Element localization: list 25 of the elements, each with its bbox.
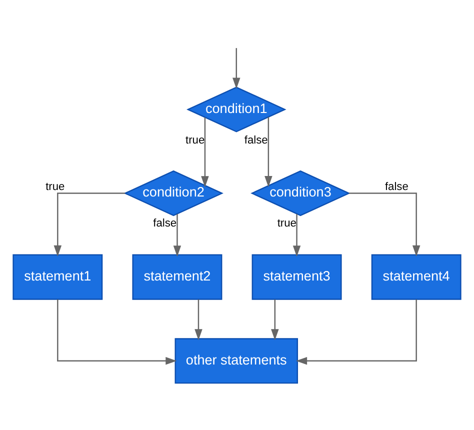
edge-label: false (384, 180, 408, 193)
edge-label: false (153, 218, 177, 230)
node-diamond: condition3 (250, 170, 350, 216)
edge-label: true (277, 218, 296, 230)
node-diamond: condition1 (186, 86, 286, 132)
node-box: other statements (174, 338, 298, 384)
edge-label: false (244, 134, 268, 146)
edge-label: true (186, 134, 205, 147)
arrow (348, 192, 420, 256)
node-box: statement3 (252, 254, 342, 300)
edge-label: true (46, 180, 65, 193)
arrow (54, 192, 126, 256)
node-diamond: condition2 (124, 170, 224, 216)
arrow (201, 117, 209, 188)
arrow (292, 214, 301, 257)
node-box: statement2 (132, 254, 222, 300)
arrow (264, 117, 272, 188)
node-box: statement1 (12, 254, 103, 300)
arrow (271, 300, 279, 340)
arrow (57, 300, 177, 365)
arrow (194, 300, 202, 340)
arrow (232, 48, 240, 89)
arrow (173, 214, 182, 257)
node-box: statement4 (371, 254, 462, 300)
arrow (296, 300, 417, 365)
